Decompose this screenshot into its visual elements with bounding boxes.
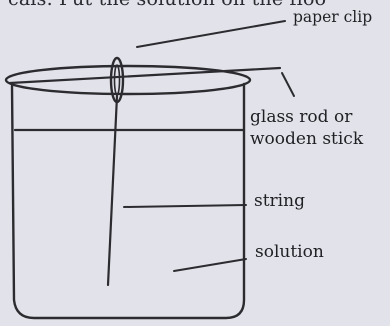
- solution-leader: [173, 258, 247, 272]
- rod-label: glass rod or wooden stick: [250, 107, 363, 151]
- cut-off-top-text: cals. Put the solution on the floo: [8, 0, 326, 10]
- rod-label-line-2: wooden stick: [250, 128, 364, 149]
- solution-label: solution: [255, 242, 324, 262]
- paper-clip-inner: [113, 64, 121, 96]
- string-label: string: [254, 191, 305, 211]
- paper-clip-leader: [136, 20, 286, 48]
- paper-clip-label: paper clip: [293, 8, 373, 26]
- beaker-rim: [4, 64, 252, 96]
- beaker-walls: [10, 82, 246, 320]
- rod-leader: [281, 72, 295, 97]
- string-leader: [123, 204, 247, 208]
- rod-label-line-1: glass rod or: [250, 107, 353, 127]
- glass-rod: [8, 66, 282, 85]
- hanging-string: [106, 94, 119, 287]
